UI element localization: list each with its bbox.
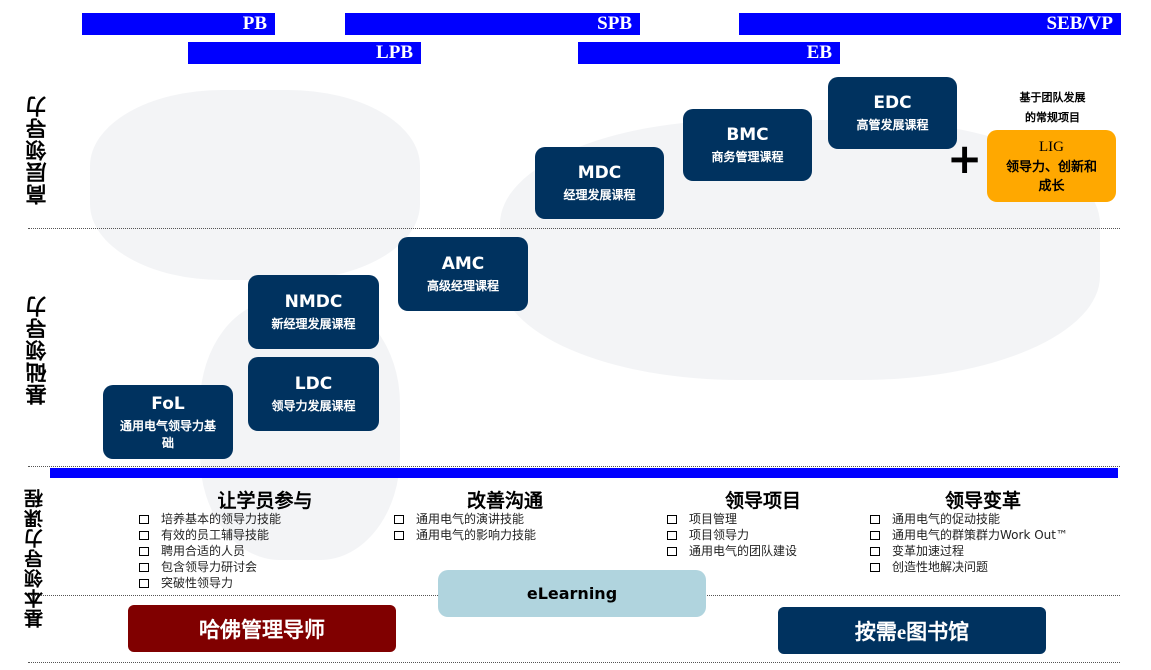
- course-title: AMC: [441, 254, 485, 274]
- section-heading: 领导变革: [944, 490, 1022, 512]
- course-fol[interactable]: FoL 通用电气领导力基础: [103, 385, 233, 459]
- course-amc[interactable]: AMC 高级经理课程: [398, 237, 528, 311]
- plus-icon: +: [947, 134, 983, 183]
- list-item: 创造性地解决问题: [870, 559, 1068, 575]
- section-list: 通用电气的演讲技能 通用电气的影响力技能: [394, 511, 536, 543]
- course-bmc[interactable]: BMC 商务管理课程: [683, 109, 812, 181]
- band-spb: SPB: [345, 13, 640, 35]
- row-label-fundamental: 基本领导力课程: [25, 488, 46, 628]
- course-title: LIG: [1039, 138, 1064, 155]
- course-lig[interactable]: LIG 领导力、创新和成长: [987, 130, 1116, 202]
- lig-note-line: 基于团队发展: [1019, 91, 1086, 104]
- course-title: BMC: [726, 125, 769, 145]
- section-bar: [50, 468, 1118, 478]
- list-item: 培养基本的领导力技能: [139, 511, 281, 527]
- band-lpb: LPB: [188, 42, 421, 64]
- section-heading: 让学员参与: [217, 490, 313, 512]
- band-seb-vp: SEB/VP: [739, 13, 1121, 35]
- course-subtitle: 高管发展课程: [856, 118, 929, 132]
- band-pb: PB: [82, 13, 275, 35]
- course-subtitle: 新经理发展课程: [271, 317, 356, 331]
- list-item: 有效的员工辅导技能: [139, 527, 281, 543]
- course-subtitle: 成长: [1038, 177, 1065, 193]
- course-subtitle: 通用电气领导力基础: [119, 418, 216, 450]
- course-edc[interactable]: EDC 高管发展课程: [828, 77, 957, 149]
- row-label-senior: 高层领导力: [25, 95, 49, 205]
- course-mdc[interactable]: MDC 经理发展课程: [535, 147, 664, 219]
- divider: [28, 228, 1120, 229]
- list-item: 通用电气的演讲技能: [394, 511, 536, 527]
- divider: [28, 466, 1120, 467]
- list-item: 包含领导力研讨会: [139, 559, 281, 575]
- world-map-background: [90, 90, 420, 280]
- list-item: 变革加速过程: [870, 543, 1068, 559]
- course-subtitle: 领导力发展课程: [271, 399, 356, 413]
- list-item: 通用电气的团队建设: [667, 543, 797, 559]
- section-list: 项目管理 项目领导力 通用电气的团队建设: [667, 511, 797, 559]
- list-item: 聘用合适的人员: [139, 543, 281, 559]
- course-subtitle: 商务管理课程: [711, 150, 784, 164]
- section-heading: 领导项目: [724, 490, 802, 512]
- course-title: FoL: [151, 393, 185, 414]
- course-title: LDC: [294, 374, 333, 394]
- course-title: EDC: [873, 93, 912, 113]
- list-item: 通用电气的促动技能: [870, 511, 1068, 527]
- section-list: 培养基本的领导力技能 有效的员工辅导技能 聘用合适的人员 包含领导力研讨会 突破…: [139, 511, 281, 591]
- lig-note: 基于团队发展的常规项目: [1000, 88, 1105, 128]
- divider: [28, 662, 1120, 663]
- band-eb: EB: [578, 42, 840, 64]
- lig-note-line: 的常规项目: [1025, 111, 1080, 124]
- course-subtitle: 领导力、创新和: [1005, 158, 1097, 174]
- elibrary-button[interactable]: 按需e图书馆: [778, 607, 1046, 654]
- course-title: NMDC: [284, 292, 343, 312]
- elearning-button[interactable]: eLearning: [438, 570, 706, 617]
- course-ldc[interactable]: LDC 领导力发展课程: [248, 357, 379, 431]
- list-item: 通用电气的群策群力Work Out™: [870, 527, 1068, 543]
- list-item: 通用电气的影响力技能: [394, 527, 536, 543]
- course-subtitle: 高级经理课程: [426, 279, 499, 293]
- harvard-manage-mentor-button[interactable]: 哈佛管理导师: [128, 605, 396, 652]
- course-subtitle: 经理发展课程: [563, 188, 636, 202]
- list-item: 项目管理: [667, 511, 797, 527]
- row-label-basic: 基础领导力: [25, 295, 49, 405]
- section-list: 通用电气的促动技能 通用电气的群策群力Work Out™ 变革加速过程 创造性地…: [870, 511, 1068, 575]
- list-item: 项目领导力: [667, 527, 797, 543]
- course-nmdc[interactable]: NMDC 新经理发展课程: [248, 275, 379, 349]
- course-title: MDC: [577, 163, 622, 183]
- section-heading: 改善沟通: [466, 490, 544, 512]
- list-item: 突破性领导力: [139, 575, 281, 591]
